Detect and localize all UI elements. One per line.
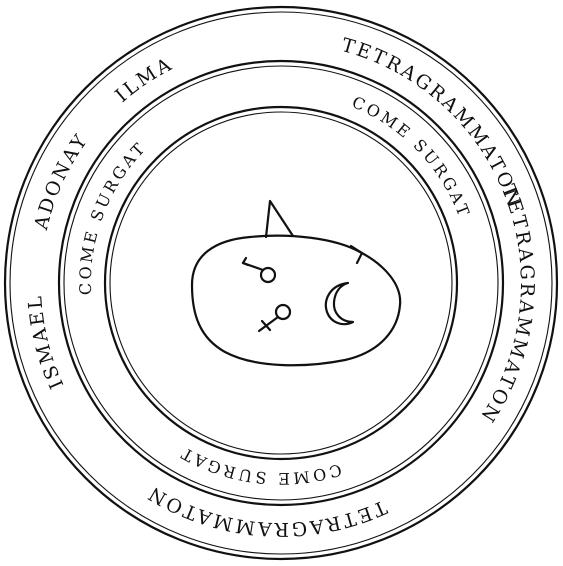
- crescent-moon-icon: [326, 283, 353, 324]
- inner-rings: [105, 107, 457, 459]
- middle-rings: [59, 61, 503, 505]
- outer-text-left-lower: ISMAEL: [24, 293, 68, 392]
- blob-outline: [192, 236, 400, 366]
- outer-text-top: TETRAGRAMMATON: [339, 34, 525, 211]
- venus-icon: [259, 305, 290, 331]
- middle-text-upper-left: COME SURGAT: [76, 137, 150, 295]
- mars-icon: [243, 258, 275, 282]
- outer-text-bottom: TETRAGRAMMATON: [143, 481, 390, 540]
- outer-text-right: TETRAGRAMMATON: [475, 181, 538, 427]
- horn: [266, 201, 293, 237]
- central-figure: [192, 201, 400, 365]
